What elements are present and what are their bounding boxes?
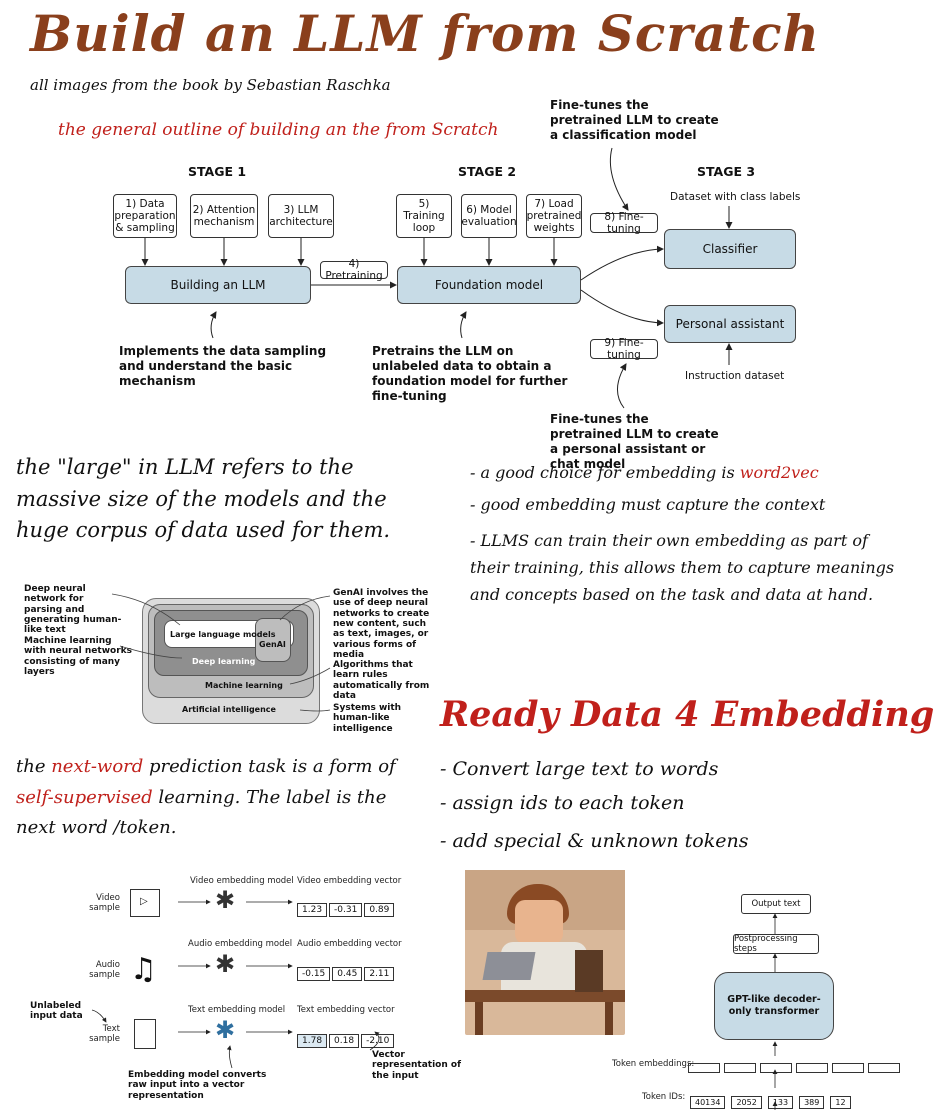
gpt-arrows xyxy=(772,913,778,1110)
venn-dnn-note: Deep neural network for parsing and gene… xyxy=(24,584,122,636)
next-word-highlight: next-word xyxy=(51,756,144,777)
step-llm-architecture: 3) LLM architecture xyxy=(268,194,334,238)
note-pretrains: Pretrains the LLM on unlabeled data to o… xyxy=(372,344,568,403)
venn-genai-label: GenAI xyxy=(259,640,286,649)
next-word-paragraph: the next-word prediction task is a form … xyxy=(16,756,396,839)
step-data-preparation: 1) Data preparation & sampling xyxy=(113,194,177,238)
step-fine-tuning-8: 8) Fine-tuning xyxy=(590,211,658,235)
subtitle: all images from the book by Sebastian Ra… xyxy=(30,76,391,94)
venn-systems-note: Systems with human-like intelligence xyxy=(333,703,402,734)
embedding-notes: - a good choice for embedding is word2ve… xyxy=(470,462,910,608)
step-model-evaluation: 6) Model evaluation xyxy=(461,194,517,238)
personal-assistant-box: Personal assistant xyxy=(664,305,796,343)
text-sample-label: Text sample xyxy=(89,1024,120,1044)
outline-arrows xyxy=(141,147,733,409)
embedding-arrows xyxy=(91,899,380,1069)
stage-1-label: STAGE 1 xyxy=(188,164,247,179)
step-load-weights: 7) Load pretrained weights xyxy=(526,194,582,238)
video-vec-label: Video embedding vector xyxy=(297,876,402,886)
neural-net-icon-video: ✱ xyxy=(215,886,236,914)
step-fine-tuning-9: 9) Fine-tuning xyxy=(590,337,658,361)
text-model-label: Text embedding model xyxy=(188,1005,286,1015)
ready-item-2: - assign ids to each token xyxy=(440,792,685,814)
ready-data-heading: Ready Data 4 Embedding xyxy=(440,694,934,735)
word2vec-highlight: word2vec xyxy=(739,463,819,482)
stage-3-label: STAGE 3 xyxy=(697,164,756,179)
document-icon xyxy=(134,1019,156,1049)
text-vec-label: Text embedding vector xyxy=(297,1005,395,1015)
note-classification: Fine-tunes the pretrained LLM to create … xyxy=(550,98,719,142)
venn-ml-label: Machine learning xyxy=(205,681,283,690)
venn-genai-note: GenAI involves the use of deep neural ne… xyxy=(333,588,430,661)
video-model-label: Video embedding model xyxy=(190,876,294,886)
self-supervised-highlight: self-supervised xyxy=(16,786,153,808)
stage-2-label: STAGE 2 xyxy=(458,164,517,179)
token-ids-label: Token IDs: xyxy=(642,1092,686,1102)
neural-net-icon-text: ✱ xyxy=(215,1016,236,1044)
note-implements: Implements the data sampling and underst… xyxy=(119,344,327,388)
building-llm-box: Building an LLM xyxy=(125,266,311,304)
token-embeddings-label: Token embeddings: xyxy=(612,1059,695,1069)
classifier-box: Classifier xyxy=(664,229,796,269)
venn-llm-label: Large language models xyxy=(170,630,276,639)
ready-item-3: - add special & unknown tokens xyxy=(440,830,749,852)
venn-algo-note: Algorithms that learn rules automaticall… xyxy=(333,660,430,702)
venn-arrows xyxy=(111,593,331,712)
unlabeled-note: Unlabeled input data xyxy=(30,1001,83,1022)
venn-dl-label: Deep learning xyxy=(192,657,256,666)
music-icon: ♫ xyxy=(130,952,157,987)
instruction-dataset: Instruction dataset xyxy=(685,370,785,382)
neural-net-icon-audio: ✱ xyxy=(215,950,236,978)
foundation-model-box: Foundation model xyxy=(397,266,581,304)
venn-ml-note: Machine learning with neural networks co… xyxy=(24,636,132,678)
audio-model-label: Audio embedding model xyxy=(188,939,293,949)
developer-illustration xyxy=(465,870,625,1035)
step-training-loop: 5) Training loop xyxy=(396,194,452,238)
video-icon: ▷ xyxy=(130,889,160,917)
audio-sample-label: Audio sample xyxy=(89,960,120,980)
note-personal-assistant: Fine-tunes the pretrained LLM to create … xyxy=(550,412,719,471)
vector-rep-note: Vector representation of the input xyxy=(372,1050,461,1081)
step-attention: 2) Attention mechanism xyxy=(190,194,258,238)
video-sample-label: Video sample xyxy=(89,893,120,913)
embedding-note-3: - LLMS can train their own embedding as … xyxy=(470,530,895,605)
audio-vec-label: Audio embedding vector xyxy=(297,939,402,949)
venn-ai-label: Artificial intelligence xyxy=(182,705,276,714)
large-definition: the "large" in LLM refers to the massive… xyxy=(16,455,391,542)
genai-region xyxy=(255,618,291,662)
page-title: Build an LLM from Scratch xyxy=(30,4,820,63)
outline-caption: the general outline of building an the f… xyxy=(58,120,499,140)
ready-item-1: - Convert large text to words xyxy=(440,758,719,780)
gpt-transformer-box: GPT-like decoder-only transformer xyxy=(714,972,834,1040)
embedding-note-1: - a good choice for embedding is word2ve… xyxy=(470,463,819,482)
dataset-labels: Dataset with class labels xyxy=(670,191,801,203)
embedding-note-2: - good embedding must capture the contex… xyxy=(470,495,826,515)
converts-note: Embedding model converts raw input into … xyxy=(128,1070,267,1101)
